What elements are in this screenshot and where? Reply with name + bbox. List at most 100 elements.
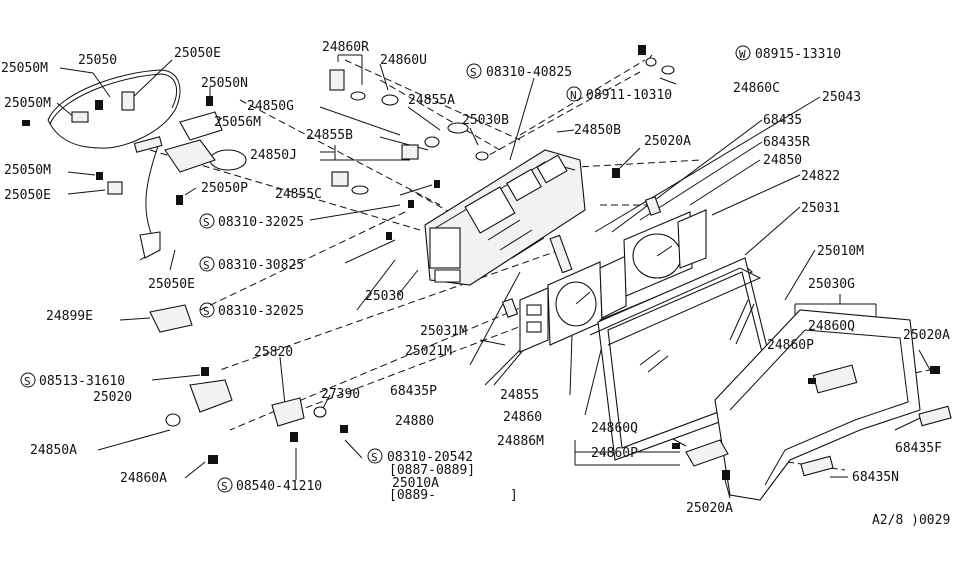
gauge-small-left bbox=[519, 287, 549, 353]
s-symbol: S bbox=[470, 66, 477, 79]
bolt-label-08310-40825: S 08310-40825 bbox=[466, 63, 572, 80]
label-68435: 68435 bbox=[763, 113, 802, 128]
screw-label-08513-31610: S 08513-31610 bbox=[20, 372, 125, 389]
label-24860A: 24860A bbox=[120, 471, 167, 486]
label-25050N: 25050N bbox=[201, 76, 248, 91]
cluster-lid bbox=[672, 309, 952, 501]
screw-label-08540-41210: S 08540-41210 bbox=[217, 477, 322, 494]
label-24860U: 24860U bbox=[380, 53, 427, 68]
label-25020A-top: 25020A bbox=[644, 134, 691, 149]
label-25021M: 25021M bbox=[405, 344, 452, 359]
svg-text:08911-10310: 08911-10310 bbox=[586, 88, 672, 103]
speedometer-cable bbox=[22, 69, 247, 261]
label-24855: 24855 bbox=[500, 388, 539, 403]
bolt-label-08310-30825: S 08310-30825 bbox=[199, 256, 304, 273]
n-symbol: N bbox=[570, 89, 577, 102]
sensor-end bbox=[139, 231, 161, 259]
label-24850B: 24850B bbox=[574, 123, 621, 138]
label-24860R: 24860R bbox=[322, 40, 369, 55]
socket-24860R bbox=[329, 69, 345, 91]
bolt-label-08310-32025-a: S 08310-32025 bbox=[199, 213, 304, 230]
label-24860P-bot: 24860P bbox=[591, 446, 638, 461]
cable-bracket bbox=[164, 139, 216, 173]
clip-25050E bbox=[107, 181, 123, 195]
date-range-0889: [0889- bbox=[389, 488, 436, 503]
gauge-small-mid bbox=[599, 255, 627, 319]
svg-text:08310-32025: 08310-32025 bbox=[218, 304, 304, 319]
label-27390: 27390 bbox=[321, 387, 360, 402]
gauge-faces bbox=[501, 196, 707, 353]
label-24860P-top: 24860P bbox=[767, 338, 814, 353]
label-24860Q-bot: 24860Q bbox=[591, 421, 638, 436]
label-25020A-bot: 25020A bbox=[686, 501, 733, 516]
s-symbol: S bbox=[203, 216, 210, 229]
svg-text:08310-30825: 08310-30825 bbox=[218, 258, 304, 273]
cable-clip bbox=[71, 111, 89, 123]
s-symbol: S bbox=[203, 305, 210, 318]
label-24855C: 24855C bbox=[275, 187, 322, 202]
s-symbol: S bbox=[371, 451, 378, 464]
s-symbol: S bbox=[203, 259, 210, 272]
svg-text:08540-41210: 08540-41210 bbox=[236, 479, 322, 494]
label-25020: 25020 bbox=[93, 390, 132, 405]
s-symbol: S bbox=[24, 375, 31, 388]
svg-text:08310-32025: 08310-32025 bbox=[218, 215, 304, 230]
svg-text:08310-20542: 08310-20542 bbox=[387, 450, 473, 465]
label-24850G: 24850G bbox=[247, 99, 294, 114]
s-symbol: S bbox=[221, 480, 228, 493]
clamp-25050 bbox=[121, 91, 135, 111]
label-25050M-1: 25050M bbox=[1, 61, 48, 76]
grommet-25056M bbox=[179, 111, 223, 141]
label-68435P: 68435P bbox=[390, 384, 437, 399]
label-24860C: 24860C bbox=[733, 81, 780, 96]
bulbs-and-sockets bbox=[329, 45, 675, 240]
label-25031: 25031 bbox=[801, 201, 840, 216]
diagram-code: A2/8 )0029 bbox=[872, 513, 950, 528]
washer-label-08915-13310: W 08915-13310 bbox=[735, 45, 841, 62]
label-25030G: 25030G bbox=[808, 277, 855, 292]
label-25010A: 25010A bbox=[392, 476, 439, 491]
label-25050E-top: 25050E bbox=[174, 46, 221, 61]
svg-text:08915-13310: 08915-13310 bbox=[755, 47, 841, 62]
label-25010M: 25010M bbox=[817, 244, 864, 259]
label-24850A: 24850A bbox=[30, 443, 77, 458]
label-24822: 24822 bbox=[801, 169, 840, 184]
label-24850: 24850 bbox=[763, 153, 802, 168]
label-68435F: 68435F bbox=[895, 441, 942, 456]
label-24860Q-top: 24860Q bbox=[808, 319, 855, 334]
svg-text:08513-31610: 08513-31610 bbox=[39, 374, 125, 389]
label-25050M-3: 25050M bbox=[4, 163, 51, 178]
label-24886M: 24886M bbox=[497, 434, 544, 449]
label-24855A: 24855A bbox=[408, 93, 455, 108]
gauge-right bbox=[677, 209, 707, 269]
label-68435R: 68435R bbox=[763, 135, 810, 150]
part-labels: 25050 25050E 25050M 25050M 25050N 25056M… bbox=[1, 40, 950, 528]
label-24855B: 24855B bbox=[306, 128, 353, 143]
label-25820: 25820 bbox=[254, 345, 293, 360]
label-25056M: 25056M bbox=[214, 115, 261, 130]
printed-circuit-housing bbox=[424, 149, 586, 286]
label-25050E-1: 25050E bbox=[4, 188, 51, 203]
svg-text:08310-40825: 08310-40825 bbox=[486, 65, 572, 80]
screw-label-08310-20542: S 08310-20542 bbox=[367, 448, 473, 465]
label-24860: 24860 bbox=[503, 410, 542, 425]
label-25050E-2: 25050E bbox=[148, 277, 195, 292]
lower-small-parts bbox=[149, 304, 348, 464]
bolt-label-08310-32025-b: S 08310-32025 bbox=[199, 302, 304, 319]
w-symbol: W bbox=[739, 48, 746, 61]
bracket-24899E bbox=[149, 304, 193, 333]
label-25031M: 25031M bbox=[420, 324, 467, 339]
cable-joint bbox=[133, 136, 163, 153]
sensor-25020 bbox=[189, 379, 233, 413]
label-25030: 25030 bbox=[365, 289, 404, 304]
date-range-0889-close: ] bbox=[510, 488, 518, 503]
nut-label-08911-10310: N 08911-10310 bbox=[566, 86, 672, 103]
label-24899E: 24899E bbox=[46, 309, 93, 324]
date-range-0887-0889: [0887-0889] bbox=[389, 463, 475, 478]
label-25043: 25043 bbox=[822, 90, 861, 105]
label-25020A-right: 25020A bbox=[903, 328, 950, 343]
label-25050P: 25050P bbox=[201, 181, 248, 196]
label-68435N: 68435N bbox=[852, 470, 899, 485]
switch-25820 bbox=[271, 397, 305, 427]
